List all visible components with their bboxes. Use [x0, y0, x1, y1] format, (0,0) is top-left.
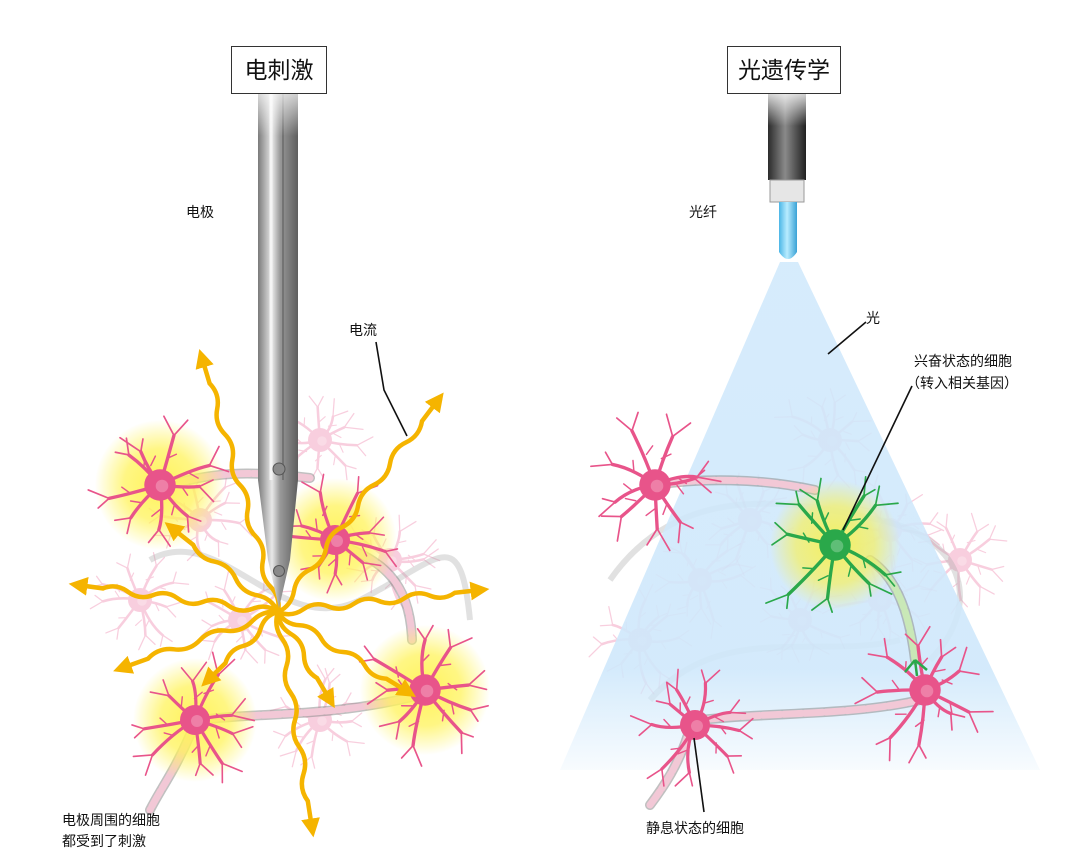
current-arrow: [275, 609, 335, 709]
current-arrow: [275, 581, 490, 617]
neuron-nucleus: [155, 479, 169, 493]
neuron-nucleus: [830, 539, 844, 553]
axon-myelin: [696, 696, 924, 724]
excited-neuron: [765, 476, 902, 614]
current-label: 电流: [349, 323, 377, 339]
resting-neuron: [629, 668, 754, 787]
excited-cell-label-line1: 兴奋状态的细胞: [914, 354, 1012, 370]
left-panel-title: 电刺激: [231, 46, 327, 94]
resting-cell-label: 静息状态的细胞: [646, 821, 744, 837]
stimulated-neuron: [358, 624, 491, 767]
neuron-nucleus: [920, 684, 934, 698]
light-leader: [827, 321, 867, 355]
current-arrow: [164, 522, 281, 615]
excited-cell-label-line2: （转入相关基因）: [906, 376, 1018, 392]
neuron-nucleus: [331, 535, 343, 547]
neuron-nucleus: [191, 715, 203, 727]
neuron-soma: [639, 469, 671, 501]
neuron-nucleus: [317, 436, 327, 446]
neuron-soma: [180, 705, 210, 735]
resting-neuron: [854, 625, 994, 764]
neurons: [87, 411, 994, 787]
neuron-soma: [144, 469, 176, 501]
neuron-soma: [909, 674, 941, 706]
current-arrow: [195, 348, 281, 615]
neuron-soma: [409, 674, 441, 706]
neuron-soma: [948, 548, 972, 572]
axon: [695, 695, 925, 725]
excited-cell-leader: [842, 385, 913, 531]
electrode-contact: [273, 565, 285, 577]
neuron-nucleus: [691, 720, 703, 732]
optical-fiber: [764, 86, 810, 259]
current-arrow: [275, 392, 444, 615]
neuron-nucleus: [317, 716, 327, 726]
neuron-nucleus: [420, 684, 434, 698]
neuron-soma: [308, 428, 332, 452]
leader-lines: [375, 321, 913, 813]
neuron-soma: [819, 529, 851, 561]
stimulated-cells-caption-line2: 都受到了刺激: [62, 834, 146, 850]
electrode-label: 电极: [186, 205, 214, 221]
neuron-soma: [680, 710, 710, 740]
background-neuron: [89, 552, 190, 651]
current-arrow: [274, 609, 320, 838]
light-label: 光: [866, 311, 880, 327]
current-leader: [375, 341, 408, 437]
electrode-contact: [272, 462, 286, 476]
stimulated-neuron: [87, 415, 230, 551]
electrode-shaft: [258, 80, 298, 608]
excited-axon-terminal: [904, 659, 928, 677]
resting-neuron: [590, 411, 722, 552]
fiber-ferrule: [769, 179, 805, 203]
current-arrow: [275, 609, 417, 697]
neuron-dendrites: [854, 625, 994, 764]
current-arrows: [68, 348, 490, 838]
current-arrow: [113, 609, 281, 674]
neuron-nucleus: [237, 616, 247, 626]
neuron-nucleus: [957, 556, 967, 566]
fiber-label: 光纤: [689, 205, 717, 221]
current-arrow: [68, 576, 281, 615]
neuron-nucleus: [650, 479, 664, 493]
resting-cell-leader: [693, 737, 705, 813]
stimulated-cells-caption-line1: 电极周围的细胞: [62, 813, 160, 829]
current-arrow: [201, 609, 281, 687]
right-panel-title: 光遗传学: [727, 46, 841, 94]
stimulated-neuron: [131, 651, 257, 784]
fiber-tip: [779, 202, 797, 259]
